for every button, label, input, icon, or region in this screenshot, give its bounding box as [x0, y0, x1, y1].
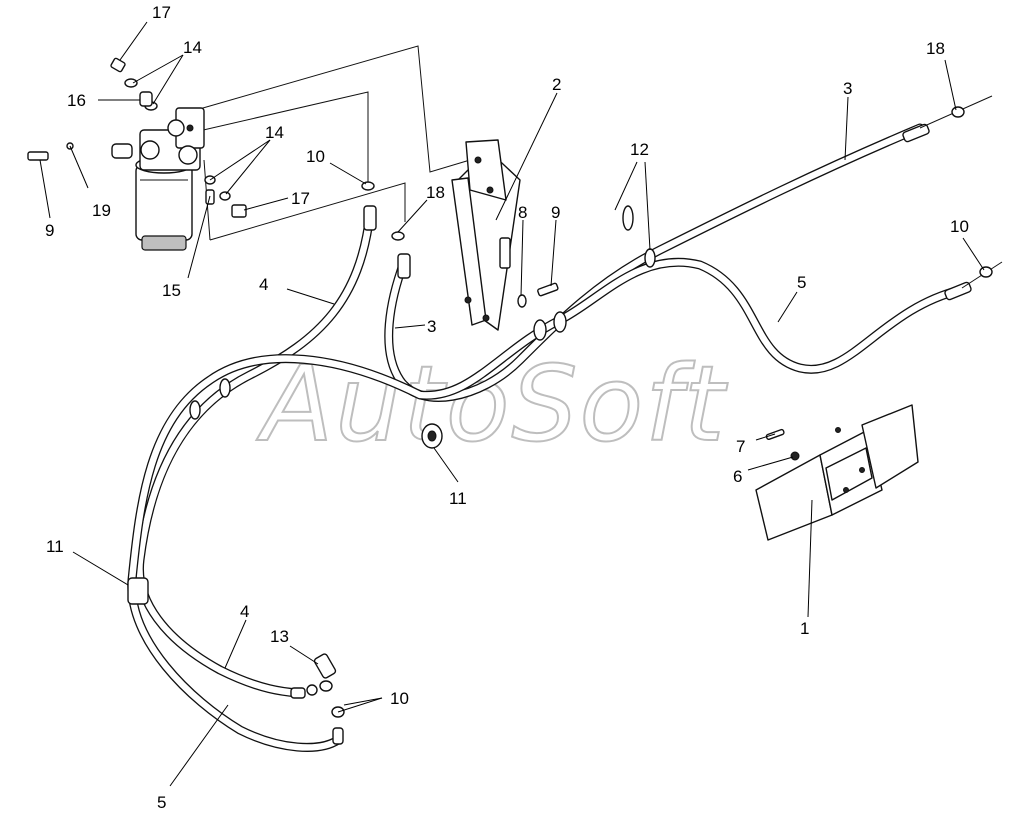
callout-14-top: 14	[183, 38, 202, 57]
bracket	[451, 139, 521, 331]
callout-4-top: 4	[259, 275, 268, 294]
fuel-filter-assembly	[111, 107, 205, 251]
callout-14-middle: 14	[265, 123, 284, 142]
callout-11-left: 11	[46, 537, 64, 556]
callout-19: 19	[92, 201, 111, 220]
callout-10-top: 10	[306, 147, 325, 166]
callout-15: 15	[162, 281, 181, 300]
hose-4	[134, 209, 375, 698]
callout-18-middle: 18	[426, 183, 445, 202]
callout-9-left: 9	[45, 221, 54, 240]
callout-18-right: 18	[926, 39, 945, 58]
callout-12: 12	[630, 140, 649, 159]
mount-plate-assembly	[755, 404, 919, 541]
routing-lines	[185, 45, 471, 241]
callout-16: 16	[67, 91, 86, 110]
leader-lines	[39, 21, 985, 787]
callout-5-bottom: 5	[157, 793, 166, 812]
callout-5-right: 5	[797, 273, 806, 292]
hose-5	[127, 257, 965, 752]
callout-11-middle: 11	[449, 489, 467, 508]
callout-9-right: 9	[551, 203, 560, 222]
hose-end-fittings	[290, 95, 1003, 745]
callout-10-right: 10	[950, 217, 969, 236]
callout-3-top: 3	[843, 79, 852, 98]
clamp-fittings	[127, 106, 993, 718]
callout-3-middle: 3	[427, 317, 436, 336]
callout-7: 7	[736, 437, 745, 456]
callout-13: 13	[270, 627, 289, 646]
callout-4-bottom: 4	[240, 602, 249, 621]
callout-8: 8	[518, 203, 527, 222]
callout-17-middle: 17	[291, 189, 310, 208]
callout-17-top: 17	[152, 3, 171, 22]
callout-1: 1	[800, 619, 809, 638]
callout-2: 2	[552, 75, 561, 94]
bracket-bolt	[517, 282, 559, 308]
callout-numbers: 17 14 16 14 17 15 19 9 10 18 2 8 9 12 3 …	[45, 3, 969, 812]
hose-clamps	[189, 205, 656, 420]
callout-6: 6	[733, 467, 742, 486]
hose-3-long	[384, 123, 925, 402]
callout-10-bottom: 10	[390, 689, 409, 708]
